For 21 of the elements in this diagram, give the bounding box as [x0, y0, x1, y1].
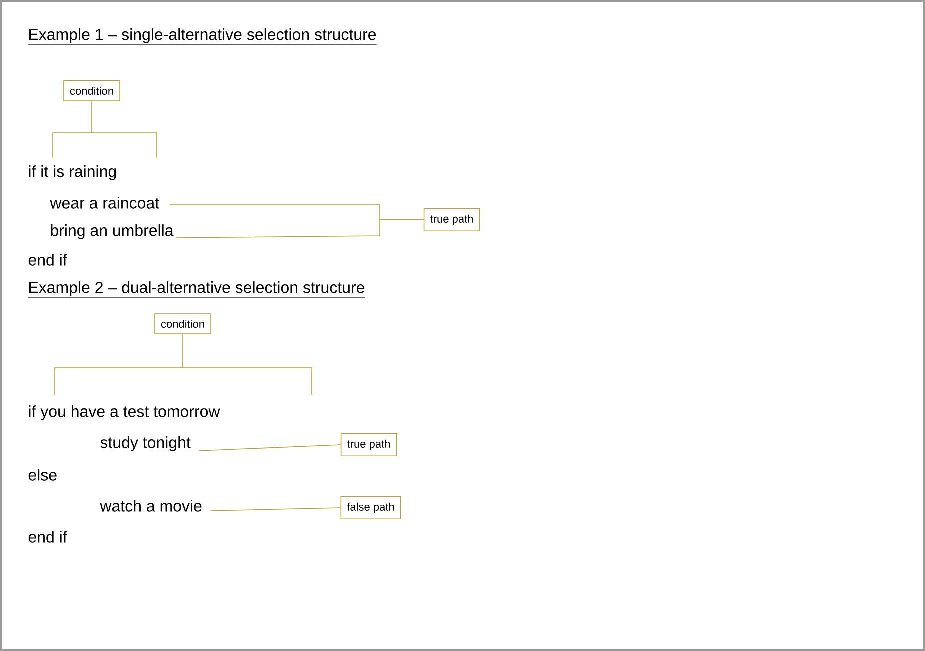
callout-box: true path	[424, 208, 480, 232]
code-line: watch a movie	[100, 500, 202, 512]
leader-line	[198, 444, 342, 452]
code-line: if it is raining	[29, 166, 116, 180]
leader-line	[176, 220, 424, 238]
callout-box: condition	[64, 80, 120, 102]
leader-line	[54, 334, 312, 396]
heading: Example 1 – single-alternative selection structure	[28, 28, 378, 46]
code-line: else	[28, 469, 57, 481]
code-line: wear a raincoat	[50, 197, 160, 209]
callout-box: true path	[340, 433, 398, 457]
code-line: study tonight	[100, 436, 191, 452]
code-line: if you have a test tomorrow	[29, 406, 220, 420]
callout-box: condition	[154, 314, 212, 334]
code-line: end if	[28, 254, 68, 266]
code-line: bring an umbrella	[51, 224, 174, 240]
callout-box: false path	[340, 496, 402, 520]
leader-line	[52, 101, 158, 158]
leader-line	[210, 508, 342, 512]
code-line: end if	[28, 531, 68, 543]
heading: Example 2 – dual-alternative selection structure	[28, 282, 366, 298]
